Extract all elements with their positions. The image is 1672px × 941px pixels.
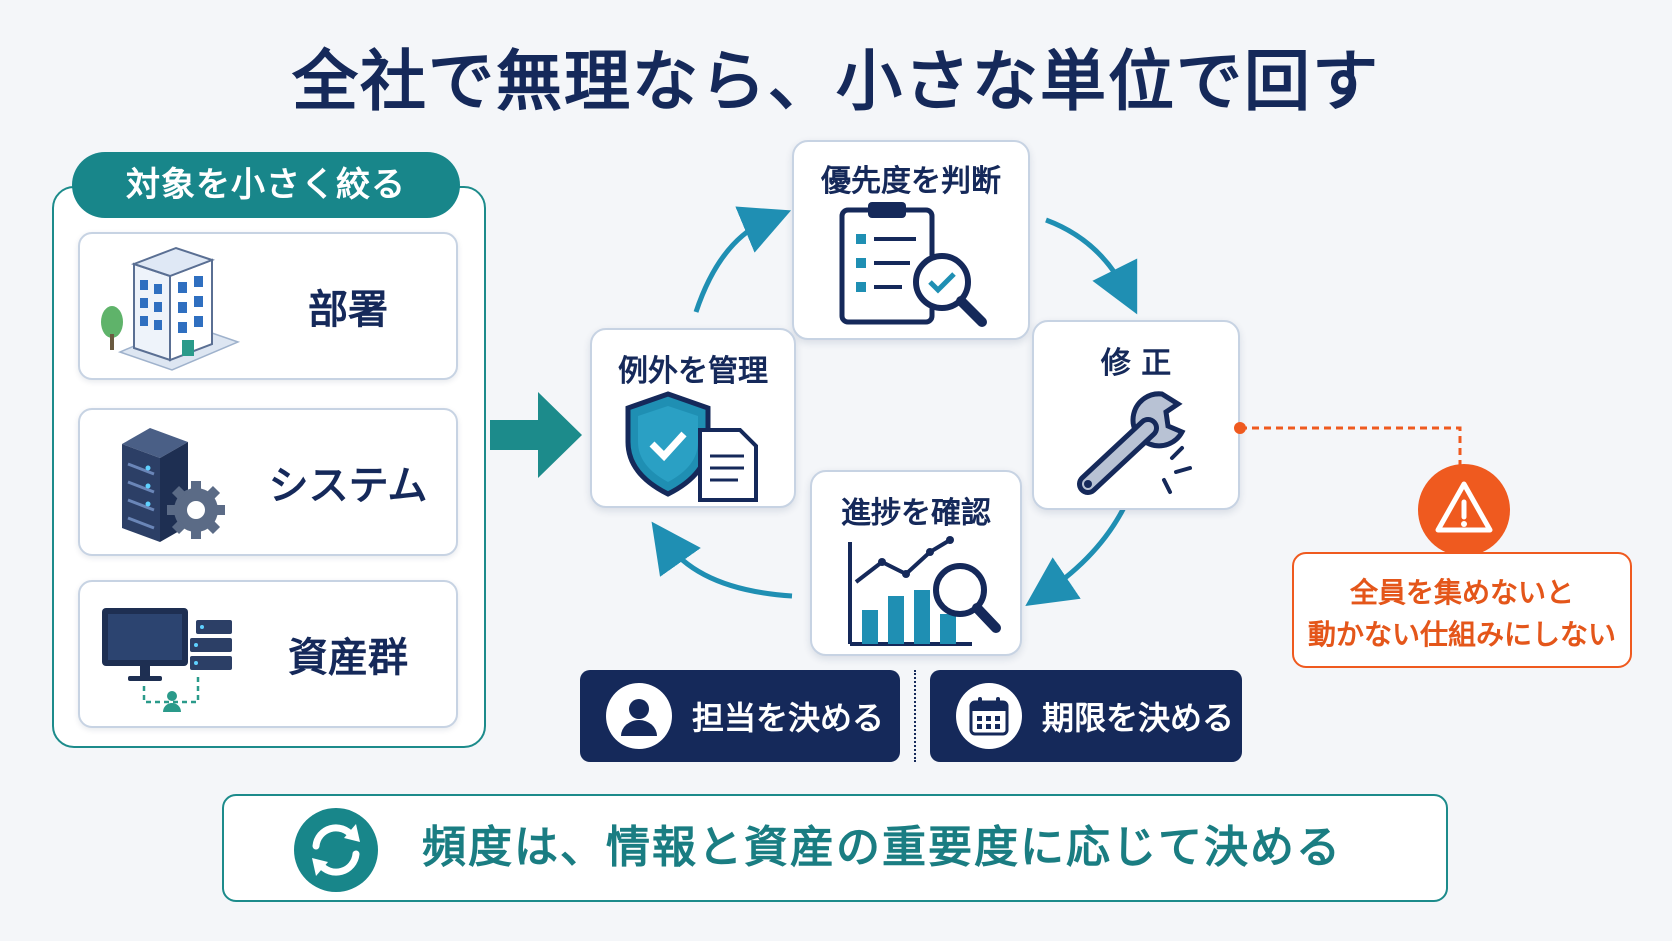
cycle-step-fix: 修 正 xyxy=(1032,320,1240,510)
frequency-banner: 頻度は、情報と資産の重要度に応じて決める xyxy=(222,794,1448,902)
clipboard-magnifier-icon xyxy=(839,202,987,327)
chart-magnifier-icon xyxy=(848,536,1001,646)
warning-box: 全員を集めないと 動かない仕組みにしない xyxy=(1292,552,1632,668)
warning-connector xyxy=(1234,422,1462,480)
calendar-icon xyxy=(956,683,1022,749)
office-building-icon xyxy=(101,246,241,371)
shield-document-icon xyxy=(625,391,758,502)
server-gear-icon xyxy=(122,428,225,542)
scope-label-asset-group: 資産群 xyxy=(288,635,408,681)
assign-owner-label: 担当を決める xyxy=(692,699,885,737)
cycle-label-fix: 修 正 xyxy=(1100,346,1172,381)
scope-label-system: システム xyxy=(268,463,428,509)
pill-divider xyxy=(914,670,916,762)
cycle-step-progress: 進捗を確認 xyxy=(810,470,1022,656)
cycle-step-exception: 例外を管理 xyxy=(590,328,796,508)
cycle-arrows xyxy=(651,206,1138,607)
scope-card-department: 部署 xyxy=(78,232,458,380)
warning-line-2: 動かない仕組みにしない xyxy=(1307,618,1616,651)
warning-line-1: 全員を集めないと xyxy=(1349,576,1574,609)
cycle-label-exception: 例外を管理 xyxy=(618,354,768,389)
set-deadline-pill: 期限を決める xyxy=(930,670,1242,762)
scope-card-asset-group: 資産群 xyxy=(78,580,458,728)
wrench-icon xyxy=(1077,391,1192,495)
warning-icon xyxy=(1418,464,1510,556)
assign-owner-pill: 担当を決める xyxy=(580,670,900,762)
scope-label-department: 部署 xyxy=(308,287,388,333)
monitor-servers-icon xyxy=(102,608,232,712)
person-icon xyxy=(606,683,672,749)
banner-text: 頻度は、情報と資産の重要度に応じて決める xyxy=(422,822,1342,873)
cycle-label-priority: 優先度を判断 xyxy=(821,164,1001,199)
cycle-label-progress: 進捗を確認 xyxy=(841,496,991,531)
set-deadline-label: 期限を決める xyxy=(1042,699,1235,737)
cycle-step-priority: 優先度を判断 xyxy=(792,140,1030,340)
scope-header: 対象を小さく絞る xyxy=(72,152,460,218)
page-title: 全社で無理なら、小さな単位で回す xyxy=(292,43,1380,120)
flow-arrow-icon xyxy=(490,392,582,478)
scope-card-system: システム xyxy=(78,408,458,556)
refresh-icon xyxy=(294,808,378,892)
